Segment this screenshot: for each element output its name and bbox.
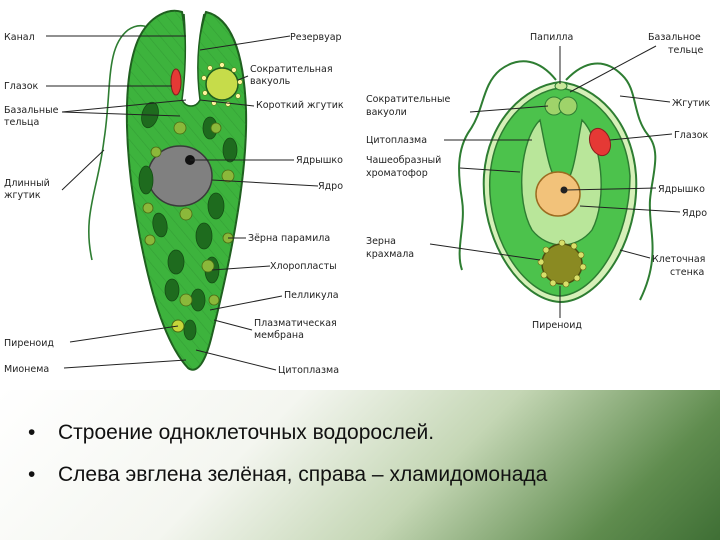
caption-panel: • Строение одноклеточных водорослей. • Сле…: [0, 390, 720, 540]
chlamy-papilla: [554, 81, 568, 91]
chlamy-label-glazok: Глазок: [674, 130, 709, 141]
label-korotky: Короткий жгутик: [256, 100, 344, 111]
chlamy-flagellum-left: [458, 60, 557, 271]
label-yadro-left: Ядро: [318, 181, 343, 192]
label-mionema: Мионема: [4, 364, 49, 375]
bullet-1: •: [28, 421, 36, 444]
label-dlinny-2: жгутик: [4, 190, 41, 201]
chlamy-label-chash-1: Чашеобразный: [366, 155, 441, 166]
label-sokr-1: Сократительная: [250, 64, 333, 75]
chlamy-label-stenka-2: стенка: [670, 267, 704, 278]
euglena-canal: [181, 13, 205, 107]
caption-list: • Строение одноклеточных водорослей. • Сле…: [28, 412, 547, 496]
chlamy-leader-lines: [429, 45, 681, 318]
chlamy-label-papilla: Папилла: [530, 32, 573, 43]
caption-text-2: Слева эвглена зелёная, справа – хламидом…: [58, 463, 548, 486]
euglena-contractile-vacuole: [205, 67, 239, 101]
chlamy-label-yadro: Ядро: [682, 208, 707, 219]
caption-item-1: • Строение одноклеточных водорослей.: [28, 412, 547, 454]
chlamy-label-stenka-1: Клеточная: [652, 254, 705, 265]
chlamy-label-yadryshko: Ядрышко: [658, 184, 705, 195]
chlamy-label-pirenoid: Пиреноид: [532, 320, 582, 331]
chlamy-label-zerna-2: крахмала: [366, 249, 414, 260]
caption-text-1: Строение одноклеточных водорослей.: [58, 421, 435, 444]
chlamy-label-chash-2: хроматофор: [366, 168, 428, 179]
label-citoplazma-left: Цитоплазма: [278, 365, 339, 376]
label-dlinny-1: Длинный: [4, 178, 50, 189]
label-glazok: Глазок: [4, 81, 39, 92]
label-bazalnye-1: Базальные: [4, 105, 59, 116]
label-yadryshko-left: Ядрышко: [296, 155, 343, 166]
label-plazm-2: мембрана: [254, 330, 304, 341]
label-hloroplasty: Хлоропласты: [270, 261, 337, 272]
chlamy-label-sokr-1: Сократительные: [366, 94, 451, 105]
label-plazm-1: Плазматическая: [254, 318, 337, 329]
chlamydomonas-drawing: [458, 60, 657, 304]
label-bazalnye-2: тельца: [4, 117, 39, 128]
chlamy-label-zerna-1: Зерна: [366, 236, 396, 247]
chlamy-nucleus: [535, 171, 581, 217]
label-pirenoid-left: Пиреноид: [4, 338, 54, 349]
euglena-eyespot: [170, 68, 182, 96]
chlamy-label-citoplazma: Цитоплазма: [366, 135, 427, 146]
chlamy-label-bazal-2: тельце: [668, 45, 704, 56]
chlamy-starch-grains: [537, 239, 587, 288]
chlamy-eyespot: [588, 127, 612, 157]
chlamy-flagellum-right: [565, 62, 657, 301]
chlamy-contractile-vacuole-2: [558, 96, 578, 116]
algae-structure-diagram: Канал Глазок Базальные тельца Длинный жг…: [4, 9, 711, 376]
euglena-leader-lines: [46, 35, 319, 371]
chlamy-label-sokr-2: вакуоли: [366, 107, 407, 118]
label-pellikula: Пелликула: [284, 290, 339, 301]
chlamy-nucleolus: [560, 186, 568, 194]
bullet-2: •: [28, 463, 36, 486]
label-rezervuar: Резервуар: [290, 32, 342, 43]
euglena-drawing: [88, 9, 248, 371]
label-sokr-2: вакуоль: [250, 76, 291, 87]
chlamy-label-zhgutik: Жгутик: [672, 98, 711, 109]
euglena-paramylon-grains: [142, 121, 235, 307]
label-zerna-paramila: Зёрна парамила: [248, 233, 330, 244]
label-kanal: Канал: [4, 32, 35, 43]
chlamy-label-bazal-1: Базальное: [648, 32, 701, 43]
caption-item-2: • Слева эвглена зелёная, справа – хламидо…: [28, 454, 547, 496]
